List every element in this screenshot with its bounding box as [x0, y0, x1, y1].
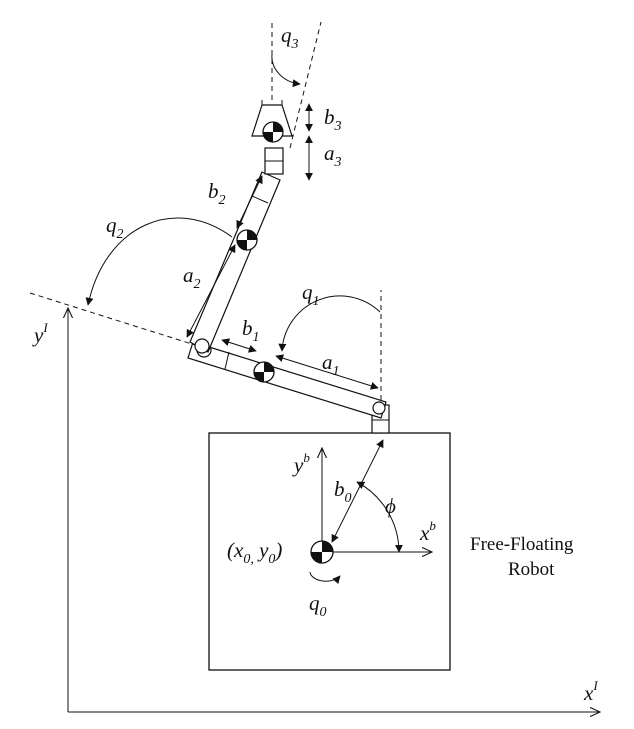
manipulator: a1 b1 a2 b2 b3 a3 q1 [29, 21, 390, 434]
link3-com-marker [262, 121, 284, 143]
yI-label: yI [32, 320, 48, 347]
a1-dimension [275, 354, 379, 390]
a2-label: a2 [183, 263, 201, 292]
q1-label: q1 [302, 280, 320, 309]
b0-label: b0 [334, 477, 352, 506]
xb-label: xb [419, 518, 436, 545]
b2-label: b2 [208, 179, 226, 208]
b1-label: b1 [242, 316, 260, 345]
base-body [208, 432, 451, 671]
q2-label: q2 [106, 213, 124, 242]
q3-arc [271, 53, 301, 88]
q0-label: q0 [309, 591, 327, 620]
link2-com-marker [236, 229, 258, 251]
base-com-marker [310, 540, 334, 564]
a1-label: a1 [322, 350, 340, 379]
a2-dimension [186, 244, 236, 338]
phi-arc [356, 481, 403, 553]
robot-label-line1: Free-Floating [470, 534, 574, 555]
q0-rotation-arrow [309, 571, 341, 585]
link-3 [251, 100, 293, 175]
b1-dimension [221, 338, 257, 353]
b2-dimension [236, 175, 263, 229]
q1-arc [278, 295, 381, 352]
q2-arc [85, 217, 233, 306]
base-position-label: (x0, y0) [227, 538, 282, 567]
phi-label: ϕ [385, 494, 396, 518]
robot-label-line2: Robot [508, 559, 555, 580]
xI-label: xI [583, 678, 598, 705]
yb-label: yb [292, 450, 310, 477]
q3-link-axis-line [289, 21, 322, 149]
a3-label: a3 [324, 141, 342, 170]
inertial-frame: yI xI [32, 308, 600, 712]
link-2 [189, 171, 281, 354]
b3-label: b3 [324, 105, 342, 134]
robot-base: yb xb b0 ϕ (x0, y0) q0 Free-Floating Rob… [208, 432, 574, 671]
q3-label: q3 [281, 23, 299, 52]
link1-com-marker [253, 361, 275, 383]
